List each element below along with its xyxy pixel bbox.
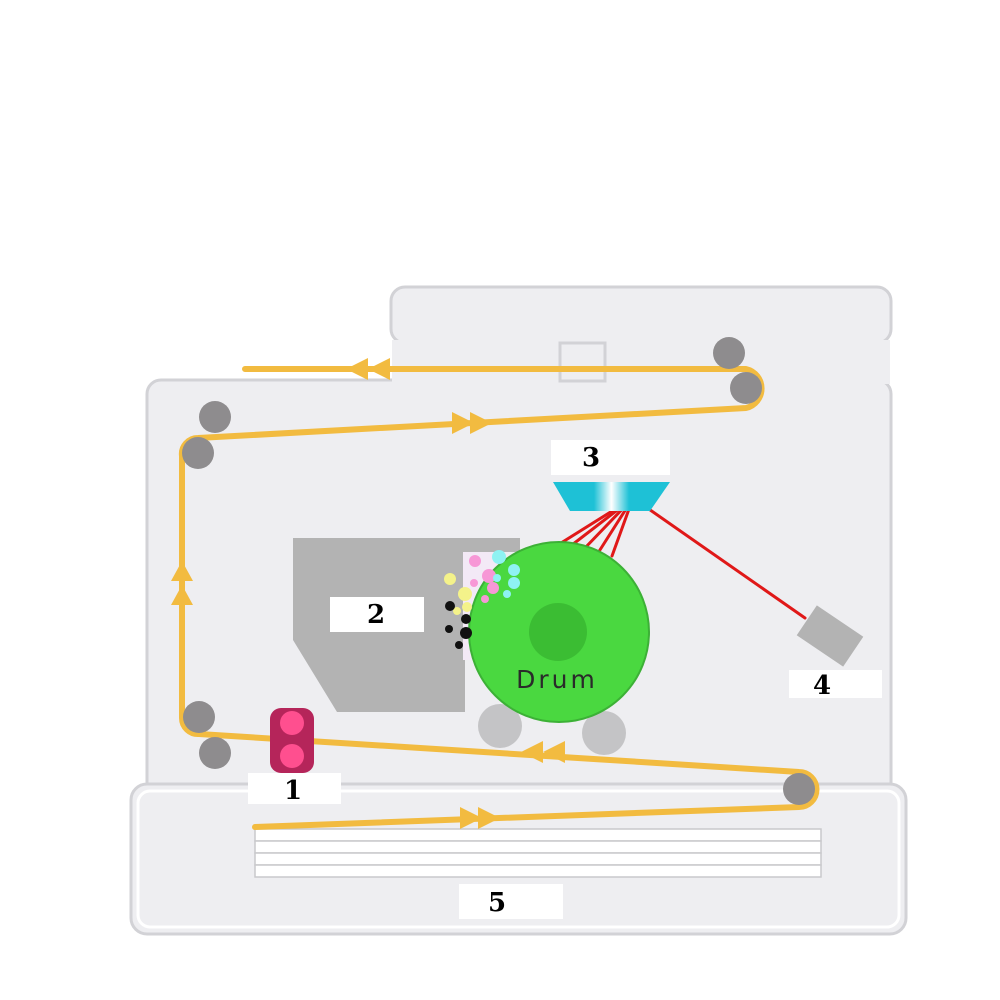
toner-particle [455,641,463,649]
label-box-4 [789,670,882,698]
arrow-left-icon [521,741,543,763]
arrow-right-icon [470,412,492,434]
arrow-right-icon [478,807,500,829]
roller [730,372,762,404]
toner-particle [461,614,471,624]
toner-particle [508,564,520,576]
drum-label: Drum [516,665,598,694]
roller [713,337,745,369]
paper-direction-arrows [171,358,565,829]
number-labels: 3 2 4 1 5 [248,440,882,919]
label-2: 2 [367,600,385,630]
toner-particle [487,582,499,594]
paper-sheet [254,840,822,854]
arrow-left-icon [543,741,565,763]
paper-sheet [254,864,822,878]
fuser-roller [280,711,304,735]
roller [199,737,231,769]
paper-tray-inner [136,789,901,929]
toner-particle [470,579,478,587]
arrow-up-icon [171,561,193,581]
toner-particle [508,577,520,589]
paper-sheet [254,828,822,842]
toner-particle [503,590,511,598]
output-tray-slot [558,341,607,383]
toner-particle [458,587,472,601]
roller [183,701,215,733]
toner-particle [492,550,506,564]
polygon-mirror-icon [553,482,670,511]
label-4: 4 [813,671,831,701]
photosensitive-drum-icon [468,541,650,723]
toner-particle [453,607,461,615]
roller [199,401,231,433]
arrow-right-icon [460,807,482,829]
drum-support-roller [582,711,626,755]
toner-particle [482,569,496,583]
drum-support-roller [478,704,522,748]
laser-beam [631,496,807,620]
rollers [182,337,815,805]
lid-body-gap-cover [392,340,890,384]
laser-unit [796,605,864,667]
toner-particle [445,625,453,633]
roller [182,437,214,469]
paper-sheet [254,852,822,866]
arrow-right-icon [452,412,474,434]
drum-core [529,603,587,661]
arrow-left-icon [368,358,390,380]
toner-particle [462,602,472,612]
toner-particle [460,627,472,639]
fuser-roller [280,744,304,768]
toner-particle [445,601,455,611]
arrow-up-icon [171,585,193,605]
paper-stack [254,828,822,878]
toner-particles [444,550,520,649]
roller [783,773,815,805]
toner-particle [444,573,456,585]
label-box-5 [459,884,563,919]
label-box-2 [330,597,424,632]
scanner-lid [389,285,893,345]
toner-particle [493,574,501,582]
laser-unit-icon [796,605,864,667]
label-5: 5 [488,888,506,918]
fuser-rollers-icon [270,708,314,773]
label-box-3 [551,440,670,475]
label-1: 1 [284,776,302,806]
label-3: 3 [582,443,600,473]
arrow-left-icon [346,358,368,380]
toner-particle [469,555,481,567]
toner-particle [481,595,489,603]
label-box-1 [248,773,341,804]
